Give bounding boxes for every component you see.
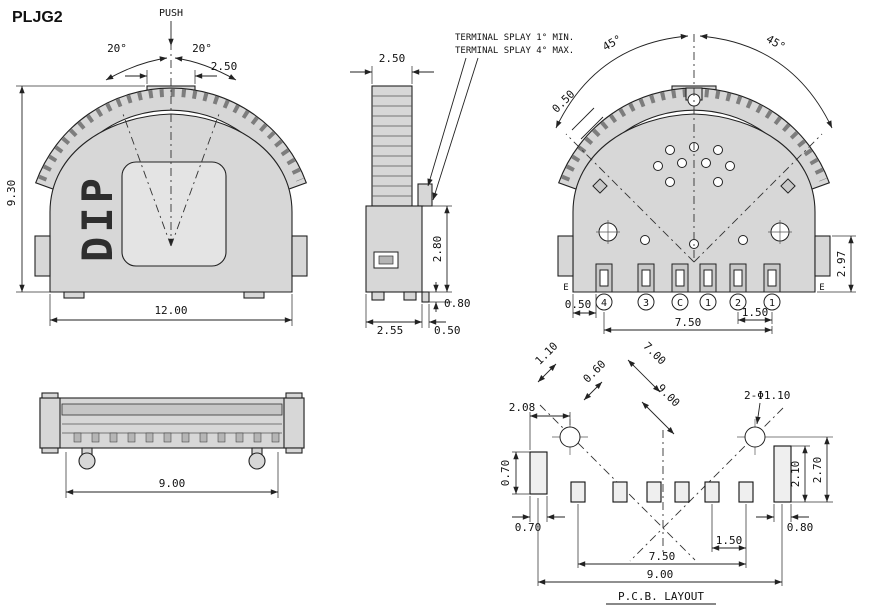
bottom-clip [41, 447, 59, 454]
pcb-pad-right [773, 445, 792, 503]
dim-rear-terminal-pitch: 1.50 [742, 306, 769, 319]
dim-pcb-pitch: 1.50 [716, 534, 743, 547]
rear-splice-left [592, 178, 608, 194]
front-dimensions: 20° 20° 2.50 9.30 12.00 [5, 42, 293, 326]
dim-pcb-pad-extent-right: 2.70 [811, 457, 824, 484]
dim-angle-left: 20° [107, 42, 127, 55]
bottom-wheel-slot [61, 403, 283, 416]
pcb-terminal-pads [570, 481, 754, 503]
side-body [365, 205, 423, 293]
dim-pcb-holes: 2-Φ1.10 [744, 389, 790, 402]
front-centerlines [122, 42, 220, 247]
front-tab-left [34, 235, 51, 277]
dim-side-width: 2.50 [379, 52, 406, 65]
front-foot-right [243, 291, 265, 299]
rear-tab-right [814, 235, 831, 277]
note-splay-min: TERMINAL SPLAY 1° MIN. [455, 33, 574, 43]
terminal-label-c: C [677, 298, 683, 309]
push-label: PUSH [159, 8, 183, 19]
front-view: PUSH DIP 20° 20° 2.50 [5, 8, 308, 326]
terminal-label-1a: 1 [705, 298, 711, 309]
bottom-clip [285, 447, 303, 454]
rear-terminal-labels: 4 3 C 1 2 1 [595, 293, 781, 311]
dim-rear-terminal-offset: 0.50 [565, 298, 592, 311]
rear-view: 4 3 C 1 2 1 E E 45° 45° 0.50 2.97 [550, 32, 856, 334]
bottom-dimensions: 9.00 [65, 452, 279, 498]
side-detail-inner [378, 255, 394, 265]
bottom-peg-right [248, 452, 266, 470]
rear-centerlines [565, 34, 823, 263]
pcb-hole-right [744, 426, 766, 448]
bottom-cap-left [39, 397, 61, 449]
dim-side-body-height: 2.80 [431, 236, 444, 263]
dim-pcb-span: 7.50 [649, 550, 676, 563]
dim-pcb-hole-offset: 2.08 [509, 401, 536, 414]
terminal-label-4: 4 [601, 298, 607, 309]
rear-rivet-left [596, 220, 620, 244]
rear-splice-right [780, 178, 796, 194]
dim-front-height: 9.30 [5, 180, 18, 207]
front-tab-right [291, 235, 308, 277]
splay-leader-1 [427, 57, 467, 187]
dim-pcb-pad-width-left: 0.70 [515, 521, 542, 534]
bottom-peg-left [78, 452, 96, 470]
dim-side-foot-offset: 0.50 [434, 324, 461, 337]
dim-knob-width: 2.50 [211, 60, 238, 73]
side-foot-left [371, 291, 385, 301]
pcb-layout-title: P.C.B. LAYOUT [618, 590, 704, 603]
bottom-terminal-ticks [73, 432, 280, 443]
dim-pcb-pad-height-right: 2.10 [789, 461, 802, 488]
dim-pcb-pad-height-left: 0.70 [499, 460, 512, 487]
dim-pcb-pad-width-right: 0.80 [787, 521, 814, 534]
bottom-view: 9.00 [39, 392, 305, 498]
splay-leader-2 [432, 57, 479, 201]
dip-marking: DIP [73, 174, 122, 262]
dim-rear-height: 2.97 [835, 251, 848, 278]
bottom-clip [285, 392, 303, 399]
dim-front-width: 12.00 [154, 304, 187, 317]
front-foot-left [63, 291, 85, 299]
side-view: TERMINAL SPLAY 1° MIN. TERMINAL SPLAY 4°… [350, 33, 574, 337]
terminal-label-1b: 1 [769, 298, 775, 309]
side-terminal-pin [421, 291, 430, 303]
front-wheel [34, 87, 308, 192]
pcb-layout: 2-Φ1.10 1.10 0.60 7.00 9.00 2.08 0.70 0.… [499, 340, 833, 605]
rear-tab-left [557, 235, 574, 277]
front-window [121, 161, 227, 267]
dim-rear-span: 7.50 [675, 316, 702, 329]
bottom-cap-right [283, 397, 305, 449]
dim-side-terminal-drop: 0.80 [444, 297, 471, 310]
dim-bottom-width: 9.00 [159, 477, 186, 490]
front-wheel-knurl [38, 88, 304, 182]
dim-pcb-total: 9.00 [647, 568, 674, 581]
side-terminal-tab [417, 183, 433, 207]
side-foot-right [403, 291, 417, 301]
terminal-label-2: 2 [735, 298, 741, 309]
pcb-pad-left [529, 451, 548, 495]
bottom-clip [41, 392, 59, 399]
side-dimensions: 2.50 2.80 0.80 2.55 0.50 [350, 52, 471, 337]
note-splay-max: TERMINAL SPLAY 4° MAX. [455, 46, 574, 56]
rear-rivet-right [768, 220, 792, 244]
earth-label-right: E [819, 283, 824, 293]
side-wheel-ridges [372, 95, 412, 197]
dim-angle-right: 20° [192, 42, 212, 55]
rear-terminals [595, 263, 781, 293]
pcb-hole-left [559, 426, 581, 448]
part-number-title: PLJG2 [12, 9, 63, 26]
dim-side-depth: 2.55 [377, 324, 404, 337]
terminal-label-3: 3 [643, 298, 649, 309]
earth-label-left: E [563, 283, 568, 293]
